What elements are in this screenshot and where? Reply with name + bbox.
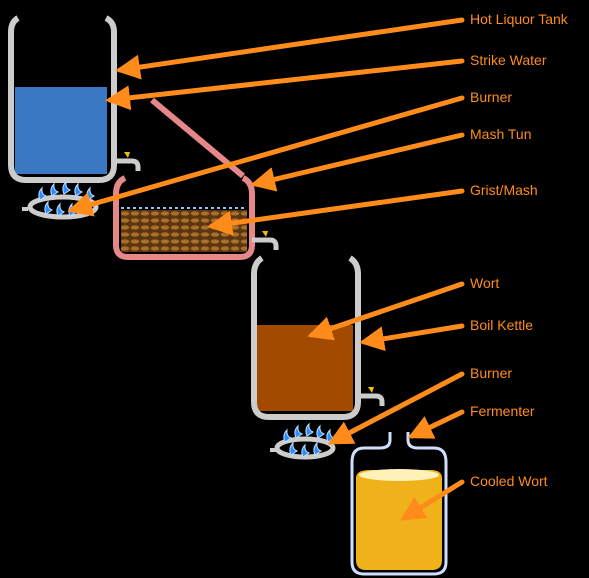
label-boil-kettle: Boil Kettle	[470, 317, 533, 333]
cooled-wort-fill	[356, 470, 442, 570]
hot-liquor-tank	[8, 15, 141, 183]
label-burner-bottom: Burner	[470, 365, 512, 381]
arrow-burner-top	[67, 95, 465, 217]
wort-fill	[257, 325, 353, 411]
burner-bottom-flames	[283, 422, 336, 458]
label-wort: Wort	[470, 275, 499, 291]
arrow-burner-bottom	[327, 371, 465, 445]
boil-kettle-valve	[368, 387, 374, 393]
hot-liquor-tank-outline	[8, 15, 117, 183]
arrow-mash-tun	[250, 132, 465, 192]
arrow-fermenter	[407, 409, 465, 439]
fermenter	[350, 432, 448, 576]
hot-liquor-tank-valve	[124, 152, 130, 158]
boil-kettle-outline	[251, 255, 361, 420]
arrow-wort	[307, 281, 465, 341]
label-hot-liquor-tank: Hot Liquor Tank	[470, 11, 569, 27]
hot-liquor-tank-spigot	[114, 158, 141, 171]
mash-tun-spigot	[252, 237, 279, 250]
grist-mash-fill	[121, 210, 247, 252]
burner-bottom	[270, 422, 336, 460]
arrow-grist-mash	[207, 188, 465, 236]
strike-water-fill	[15, 87, 107, 174]
label-cooled-wort: Cooled Wort	[470, 473, 548, 489]
boil-kettle-spigot	[358, 393, 385, 406]
label-mash-tun: Mash Tun	[470, 126, 531, 142]
fermenter-outline	[350, 432, 448, 576]
arrow-hot-liquor-tank	[115, 17, 465, 80]
arrow-strike-water	[105, 58, 465, 111]
burner-bottom-ring	[274, 436, 336, 460]
arrows	[67, 17, 465, 521]
label-grist-mash: Grist/Mash	[470, 182, 538, 198]
arrow-cooled-wort	[399, 479, 465, 521]
burner-top	[22, 180, 99, 220]
label-strike-water: Strike Water	[470, 52, 547, 68]
labels: Hot Liquor Tank Strike Water Burner Mash…	[470, 11, 569, 489]
label-burner-top: Burner	[470, 89, 512, 105]
burner-top-ring	[27, 194, 99, 220]
boil-kettle	[251, 255, 385, 420]
label-fermenter: Fermenter	[470, 403, 535, 419]
mash-tun-valve	[262, 231, 268, 237]
arrow-boil-kettle	[359, 323, 465, 352]
cooled-wort-foam	[359, 469, 439, 481]
